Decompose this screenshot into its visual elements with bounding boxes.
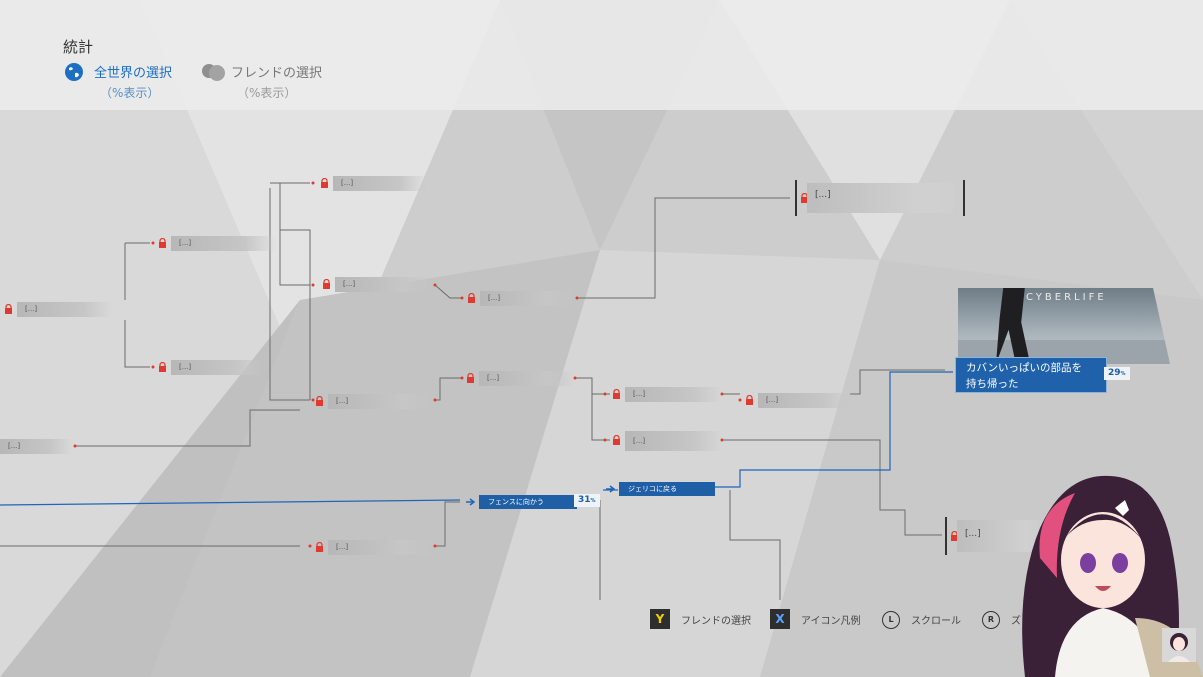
left-stick-icon: L (882, 611, 900, 629)
mini-avatar-icon (1162, 628, 1196, 662)
locked-ending-label: [...] (807, 183, 953, 213)
lock-icon (746, 395, 753, 405)
reach-fence-label: フェンスに向かう (479, 495, 577, 509)
locked-node-label: [...] (0, 439, 72, 454)
percent-unit: % (590, 498, 596, 504)
locked-node-label: [...] (328, 540, 433, 555)
streamer-avatar (1022, 475, 1203, 677)
control-label: フレンドの選択 (681, 616, 751, 627)
selected-ending-line2: 持ち帰った (966, 378, 1019, 390)
locked-node-label: [...] (171, 236, 276, 251)
go-jericho-label: ジェリコに戻る (619, 482, 715, 496)
locked-ending-node[interactable]: [...] (795, 180, 965, 216)
locked-node-label: [...] (625, 387, 722, 402)
page-title: 統計 (63, 38, 94, 56)
locked-node-label: [...] (479, 371, 574, 386)
cyberlife-logo: CYBERLIFE (1026, 292, 1107, 303)
scene-thumbnail: CYBERLIFE (958, 288, 1170, 364)
world-filter-label: 全世界の選択 (94, 66, 173, 81)
reach-fence-percent: 31% (574, 494, 600, 507)
lock-icon (159, 362, 166, 372)
world-filter-sub: （%表示） (100, 86, 160, 100)
y-button-icon: Y (650, 609, 670, 629)
lock-icon (316, 396, 323, 406)
lock-icon (321, 178, 328, 188)
x-button-icon: X (770, 609, 790, 629)
selected-ending-node[interactable]: カバンいっぱいの部品を 持ち帰った (956, 358, 1106, 392)
locked-node-label: [...] (335, 277, 430, 292)
locked-node-label: [...] (758, 393, 853, 408)
lock-icon (613, 435, 620, 445)
locked-node-label: [...] (17, 302, 112, 317)
lock-icon (159, 238, 166, 248)
lock-icon (951, 531, 958, 541)
selected-ending-percent-value: 29 (1108, 368, 1121, 378)
control-label: スクロール (911, 616, 961, 627)
globe-icon (65, 63, 83, 81)
lock-icon (613, 389, 620, 399)
locked-node-label: [...] (328, 394, 433, 409)
selected-ending-percent: 29% (1104, 367, 1130, 380)
friend-filter-button[interactable]: フレンドの選択 （%表示） (201, 62, 322, 101)
reach-fence-percent-value: 31 (578, 495, 591, 505)
locked-ending-label: [...] (957, 520, 1047, 552)
lock-icon (801, 193, 808, 203)
locked-node-label: [...] (333, 176, 428, 191)
lock-icon (323, 279, 330, 289)
arrow-icon (606, 485, 616, 493)
lock-icon (5, 304, 12, 314)
selected-ending-line1: カバンいっぱいの部品を (966, 362, 1083, 374)
locked-node-label: [...] (480, 291, 575, 306)
percent-unit: % (1120, 371, 1126, 377)
lock-icon (316, 542, 323, 552)
friend-filter-sub: （%表示） (237, 86, 297, 100)
right-stick-icon: R (982, 611, 1000, 629)
control-label: ズ (1011, 616, 1021, 627)
lock-icon (467, 373, 474, 383)
control-label: アイコン凡例 (801, 616, 861, 627)
locked-node-label: [...] (625, 431, 722, 451)
arrow-icon (466, 498, 476, 506)
stats-header: 統計 全世界の選択 （%表示） フレンドの選択 （%表示） (0, 0, 1203, 110)
locked-ending-node[interactable]: [...] (945, 517, 1059, 555)
friend-filter-label: フレンドの選択 (231, 66, 323, 81)
lock-icon (468, 293, 475, 303)
friends-icon (202, 64, 225, 81)
world-filter-button[interactable]: 全世界の選択 （%表示） (64, 62, 172, 101)
locked-node-label: [...] (171, 360, 266, 375)
